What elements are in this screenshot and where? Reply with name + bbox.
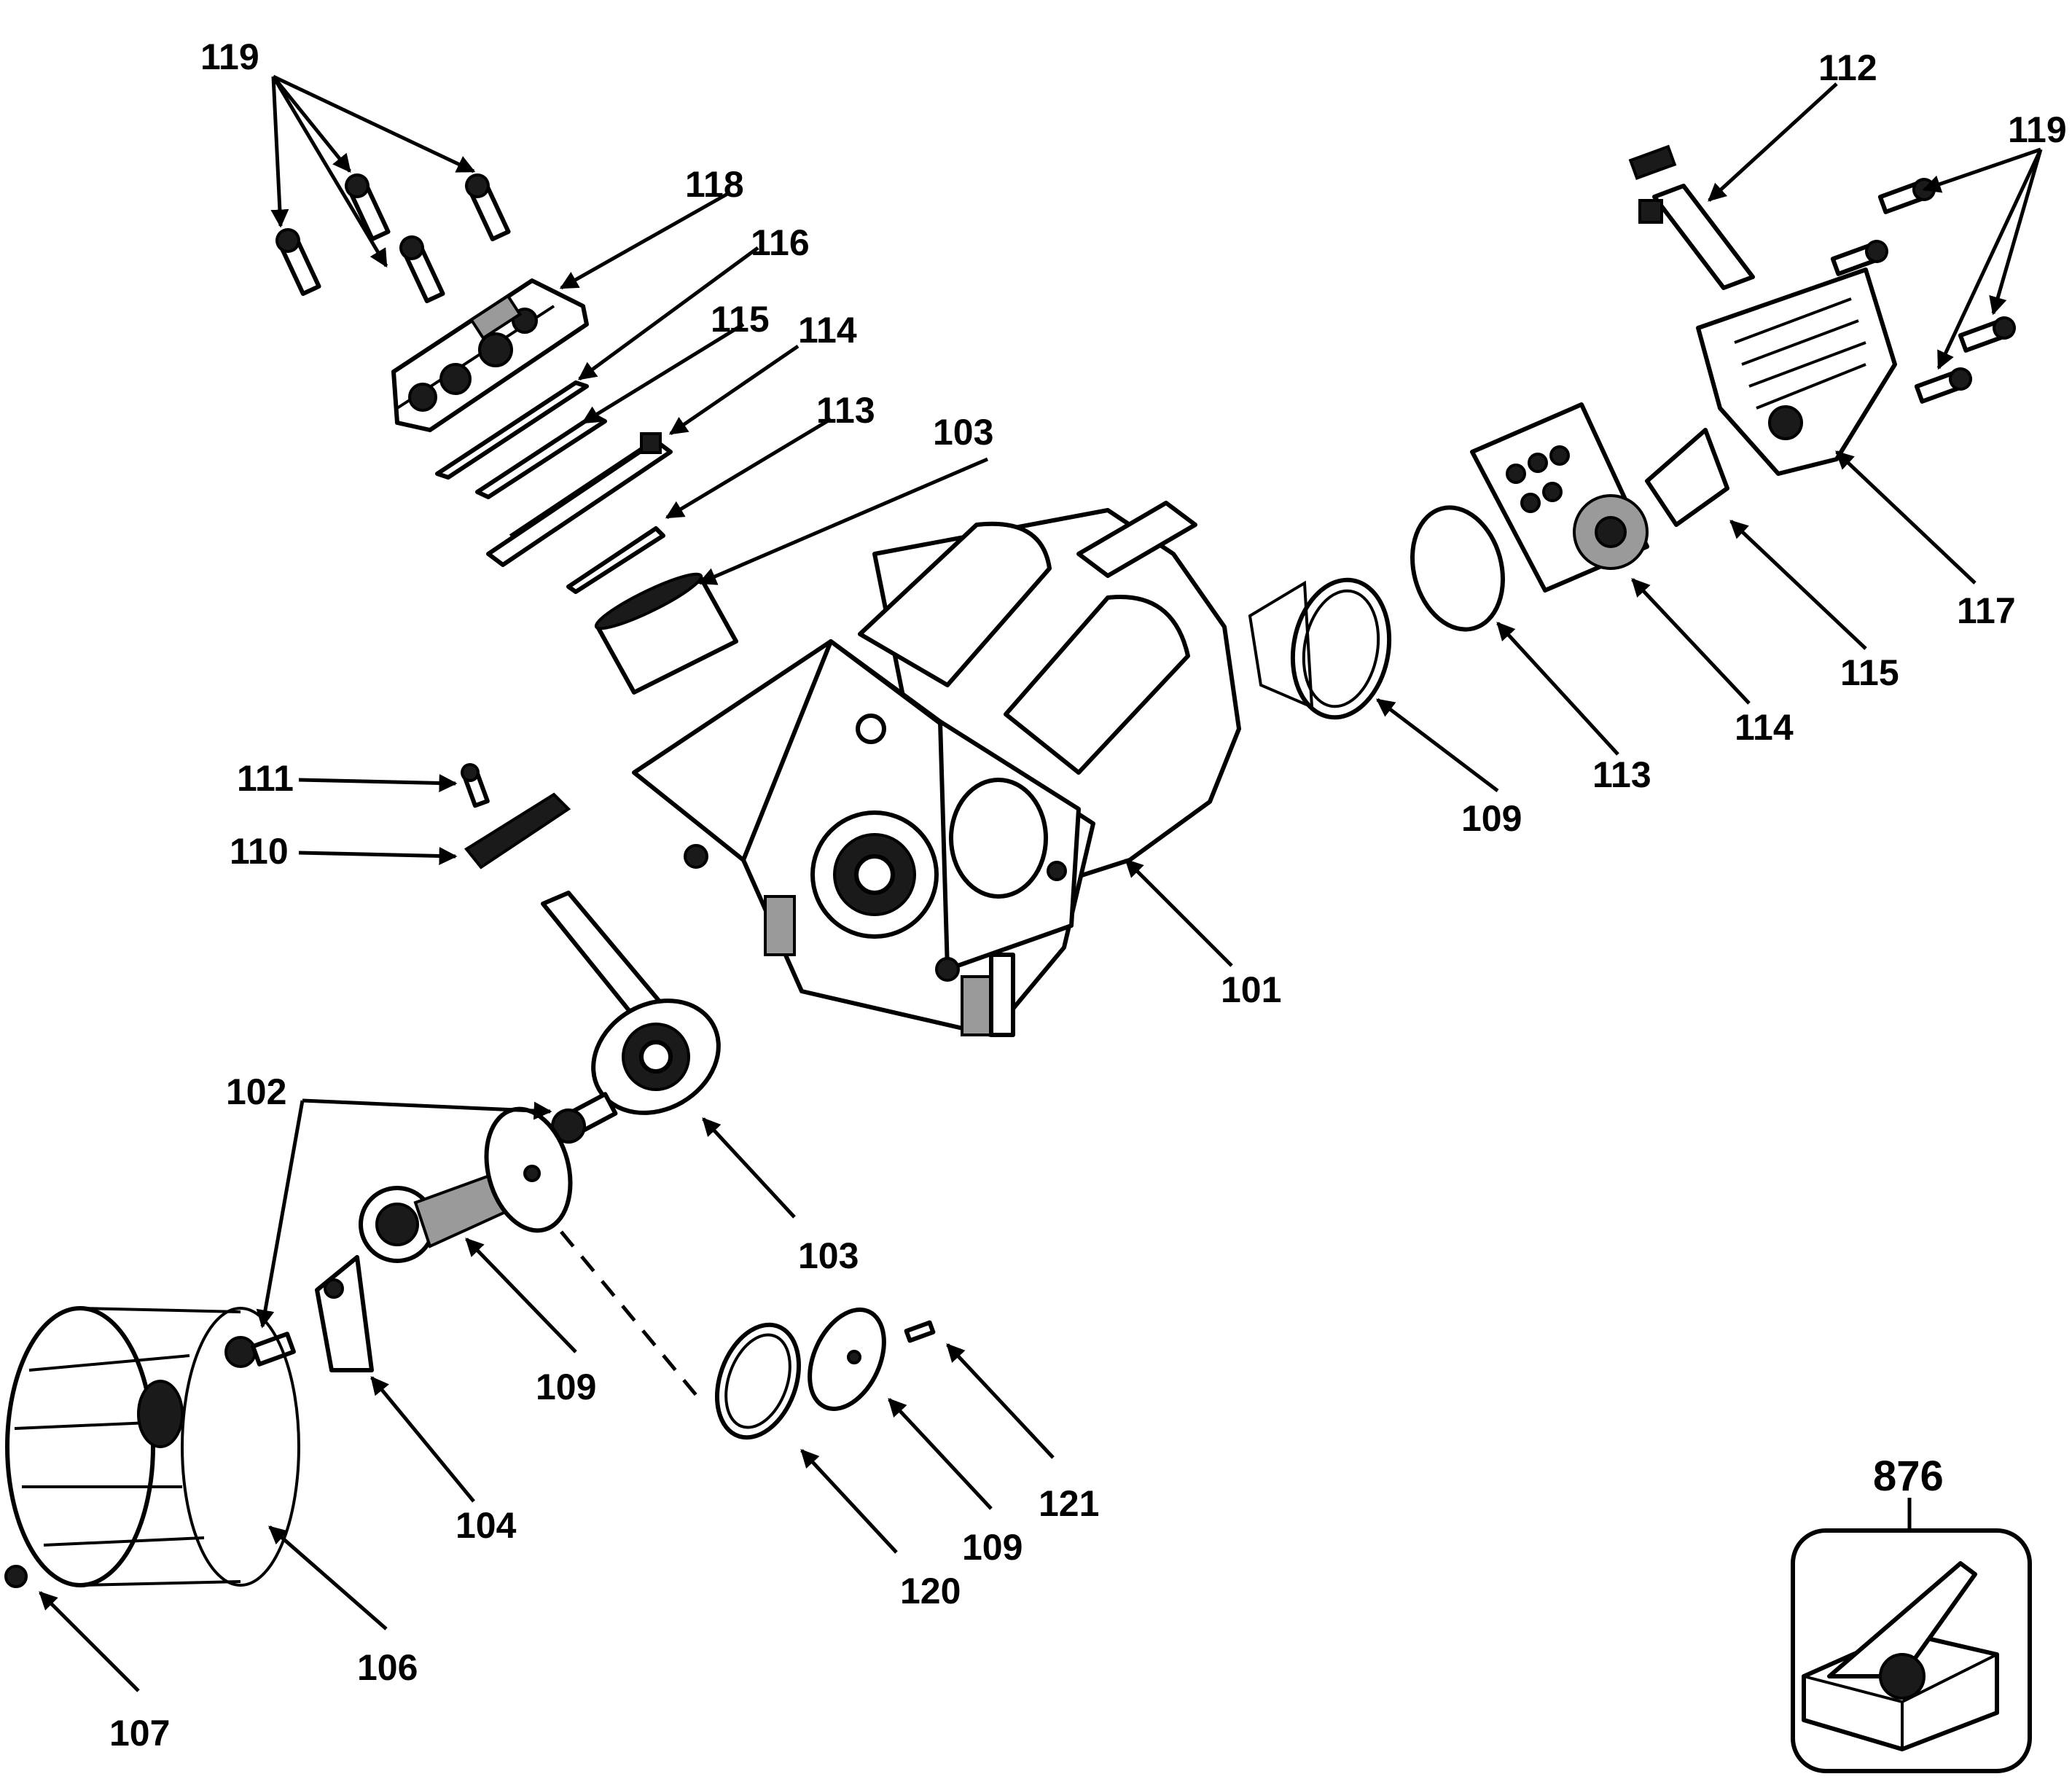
leader-lines [39, 74, 2043, 1692]
callout-107: 107 [109, 1713, 170, 1754]
part-102-spacer [224, 1332, 296, 1368]
callout-117: 117 [1957, 590, 2016, 631]
part-119-bolts-left [275, 173, 511, 304]
part-111-screw [461, 763, 490, 808]
part-101-housing [632, 501, 1241, 1037]
part-109-eccentric-assembly [359, 1106, 573, 1263]
part-116-gasket [435, 380, 589, 480]
part-118-cylinder-head [391, 278, 589, 432]
part-113-gasket-right [1410, 505, 1505, 632]
callout-109-right: 109 [1461, 798, 1522, 839]
part-103-cylinder-upper [594, 572, 738, 695]
callout-102: 102 [226, 1071, 286, 1112]
part-876-kit-box [1791, 1528, 2032, 1773]
part-115-gasket-right [1645, 428, 1729, 527]
part-113-gasket [566, 526, 665, 594]
part-114-valve-plate [486, 432, 673, 567]
part-109-plate [808, 1308, 886, 1411]
callout-112: 112 [1818, 47, 1877, 88]
callout-115-left: 115 [711, 299, 770, 340]
part-107-nut [4, 1565, 28, 1588]
callout-110: 110 [230, 831, 289, 872]
callout-111: 111 [237, 758, 294, 799]
part-104-cover [315, 1255, 374, 1372]
part-112-valve [1628, 144, 1755, 290]
callout-118: 118 [685, 164, 744, 205]
callout-121: 121 [1039, 1483, 1099, 1524]
callout-109-middle: 109 [536, 1367, 596, 1407]
callout-119-left: 119 [200, 36, 259, 77]
part-115-gasket [475, 413, 607, 499]
part-117-cylinder-head-right [1696, 267, 1897, 476]
callout-101: 101 [1221, 969, 1281, 1010]
callout-113-right: 113 [1592, 754, 1651, 795]
part-102-bolt [551, 1092, 618, 1144]
callout-103-lower: 103 [798, 1235, 859, 1276]
part-114-valve-plate-right [1470, 402, 1649, 593]
part-109-ring-right [1248, 577, 1392, 720]
callout-116: 116 [751, 222, 810, 263]
part-106-fan [5, 1306, 300, 1587]
callout-114-left: 114 [798, 310, 857, 351]
callout-113-left: 113 [816, 390, 875, 431]
callout-876: 876 [1873, 1453, 1944, 1500]
part-103-connecting-rod [541, 891, 721, 1115]
callout-114-right: 114 [1735, 707, 1794, 748]
assembly-centerline [560, 1230, 701, 1401]
part-110-collar [464, 792, 571, 869]
part-120-ring [714, 1322, 802, 1440]
part-121-pin [904, 1320, 936, 1343]
callout-104: 104 [456, 1505, 517, 1546]
callout-120: 120 [900, 1571, 961, 1611]
callout-labels: 119 118 116 115 114 113 103 112 119 117 … [109, 36, 2067, 1754]
callout-106: 106 [357, 1647, 418, 1688]
callout-109-lower: 109 [962, 1527, 1023, 1568]
callout-115-right: 115 [1840, 652, 1899, 693]
callout-119-right: 119 [2008, 109, 2067, 150]
callout-103-upper: 103 [933, 412, 993, 453]
